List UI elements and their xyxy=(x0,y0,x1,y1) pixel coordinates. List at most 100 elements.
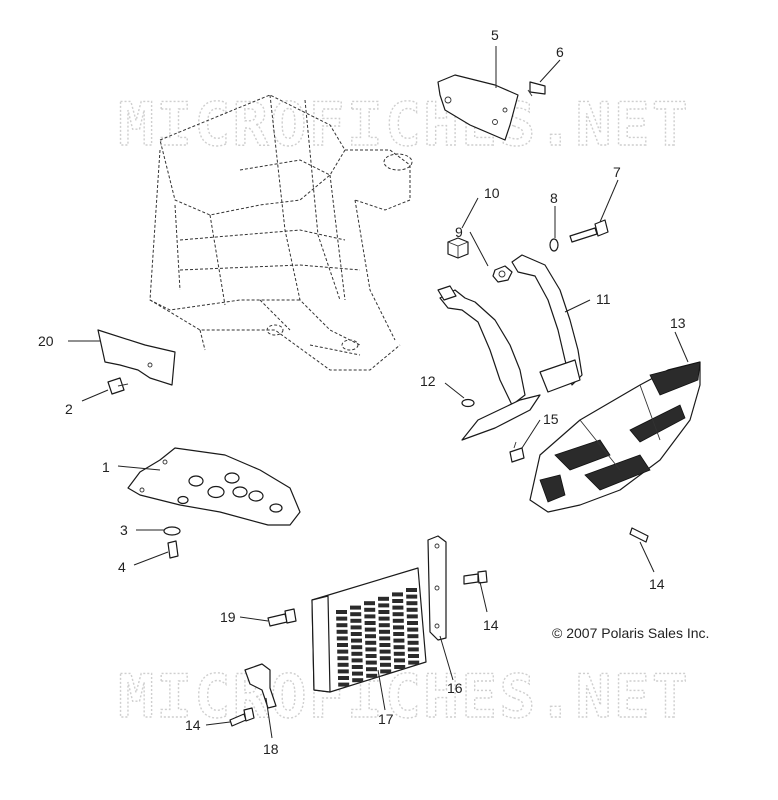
part-19-bolt xyxy=(267,608,297,627)
grille-slot xyxy=(394,665,406,669)
callout-11: 11 xyxy=(596,291,611,307)
grille-slot xyxy=(364,621,376,625)
frame-illustration xyxy=(149,94,413,371)
callout-labels: 5 6 7 8 9 10 11 12 13 15 20 2 1 3 4 14 1… xyxy=(38,27,686,757)
grille-slot xyxy=(364,627,376,632)
grille-slot xyxy=(394,658,405,663)
grille-slot xyxy=(336,623,348,628)
grille-slot xyxy=(337,656,349,661)
grille-slot xyxy=(338,676,349,680)
part-13-front-skid-plate xyxy=(529,361,701,513)
grille-slot xyxy=(408,654,419,658)
grille-slot xyxy=(379,636,391,641)
grille-mesh xyxy=(336,588,420,687)
part-16-side-panel xyxy=(427,535,447,641)
part-10-block xyxy=(447,237,469,259)
part-1-center-skid-plate xyxy=(127,447,301,526)
grille-slot xyxy=(393,651,405,656)
grille-slot xyxy=(407,621,418,625)
grille-slot xyxy=(379,656,391,661)
part-4-bolt xyxy=(167,540,179,559)
grille-slot xyxy=(407,640,419,645)
grille-slot xyxy=(406,614,418,619)
grille-slot xyxy=(378,623,390,628)
watermark-bottom: MICROFICHES.NET xyxy=(118,662,690,732)
grille-slot xyxy=(406,588,417,592)
callout-4: 4 xyxy=(118,559,126,575)
part-12-washer xyxy=(461,398,475,408)
grille-slot xyxy=(380,662,391,667)
grille-slot xyxy=(378,603,390,608)
grille-slot xyxy=(406,607,418,612)
callout-16: 16 xyxy=(447,680,463,696)
grille-slot xyxy=(338,682,350,687)
part-7-bolt xyxy=(569,219,609,243)
grille-slot xyxy=(392,612,404,617)
part-5-bracket xyxy=(437,74,519,141)
callout-20: 20 xyxy=(38,333,54,349)
leader-lines xyxy=(68,46,689,739)
grille-slot xyxy=(336,629,348,634)
grille-slot xyxy=(407,634,419,639)
grille-slot xyxy=(365,634,376,639)
callout-7: 7 xyxy=(613,164,621,180)
grille-slot xyxy=(379,629,390,634)
callout-10: 10 xyxy=(484,185,500,201)
grille-slot xyxy=(352,671,363,676)
grille-slot xyxy=(336,616,348,621)
grille-slot xyxy=(351,658,363,663)
grille-slot xyxy=(392,618,404,623)
callout-5: 5 xyxy=(491,27,499,43)
callout-2: 2 xyxy=(65,401,73,417)
grille-slot xyxy=(350,625,362,630)
grille-slot xyxy=(393,625,404,630)
grille-slot xyxy=(393,638,405,643)
callout-18: 18 xyxy=(263,741,279,757)
callout-1: 1 xyxy=(102,459,110,475)
part-14-bolt-c xyxy=(229,707,255,727)
grille-slot xyxy=(350,605,361,610)
callout-6: 6 xyxy=(556,44,564,60)
part-14-bolt-b xyxy=(463,570,488,585)
callout-14-mid: 14 xyxy=(483,617,499,633)
grille-slot xyxy=(407,647,419,652)
grille-slot xyxy=(392,592,403,597)
grille-slot xyxy=(366,667,377,672)
part-11-front-bumper-tube xyxy=(437,254,583,441)
callout-17: 17 xyxy=(378,711,394,727)
grille-slot xyxy=(407,627,419,632)
grille-slot xyxy=(393,645,405,650)
callout-15: 15 xyxy=(543,411,559,427)
part-8-washer xyxy=(549,238,559,252)
part-14-bolt-a xyxy=(629,527,649,543)
grille-slot xyxy=(380,669,392,674)
grille-slot xyxy=(406,601,418,606)
part-9-nut xyxy=(492,265,513,283)
grille-slot xyxy=(350,618,362,623)
grille-slot xyxy=(393,632,405,636)
grille-slot xyxy=(366,673,378,678)
grille-slot xyxy=(378,616,390,621)
grille-slot xyxy=(365,660,377,665)
grille-slot xyxy=(378,596,389,601)
grille-slot xyxy=(336,636,348,641)
grille-slot xyxy=(379,649,391,654)
callout-3: 3 xyxy=(120,522,128,538)
grille-slot xyxy=(350,632,362,636)
grille-slot xyxy=(351,651,363,656)
grille-slot xyxy=(337,662,349,667)
watermark-top: MICROFICHES.NET xyxy=(118,90,690,160)
grille-slot xyxy=(365,640,377,645)
grille-slot xyxy=(337,669,349,674)
grille-slot xyxy=(350,612,362,617)
grille-slot xyxy=(351,665,363,669)
callout-12: 12 xyxy=(420,373,436,389)
grille-slot xyxy=(365,654,377,658)
grille-slot xyxy=(364,601,375,606)
callout-9: 9 xyxy=(455,224,463,240)
grille-slot xyxy=(379,643,391,647)
grille-slot xyxy=(337,643,348,647)
grille-slot xyxy=(378,610,390,614)
part-17-grille xyxy=(311,567,427,693)
